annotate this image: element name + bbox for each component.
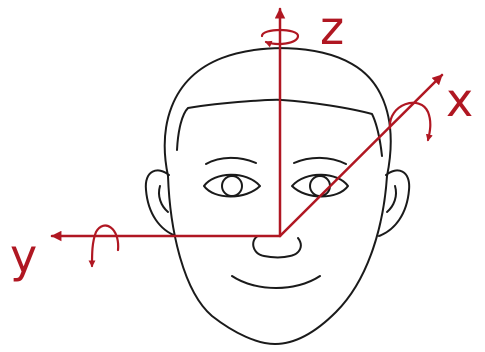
x-axis bbox=[280, 75, 442, 236]
eyebrow-right bbox=[294, 158, 346, 164]
head-outline bbox=[165, 48, 391, 344]
y-axis-label: y bbox=[10, 229, 37, 283]
eye-left bbox=[204, 175, 260, 197]
ear-left-inner bbox=[159, 186, 168, 212]
x-axis-label: x bbox=[446, 73, 473, 127]
mouth bbox=[232, 276, 320, 288]
iris-left bbox=[222, 176, 242, 196]
head-drawing bbox=[146, 48, 409, 344]
eyebrow-left bbox=[206, 158, 256, 164]
y-rotation-icon bbox=[92, 226, 118, 266]
ear-right-inner bbox=[387, 186, 396, 212]
iris-right bbox=[310, 176, 330, 196]
z-axis-label: z bbox=[320, 1, 344, 55]
axes-group bbox=[52, 9, 442, 266]
nose bbox=[253, 236, 301, 258]
